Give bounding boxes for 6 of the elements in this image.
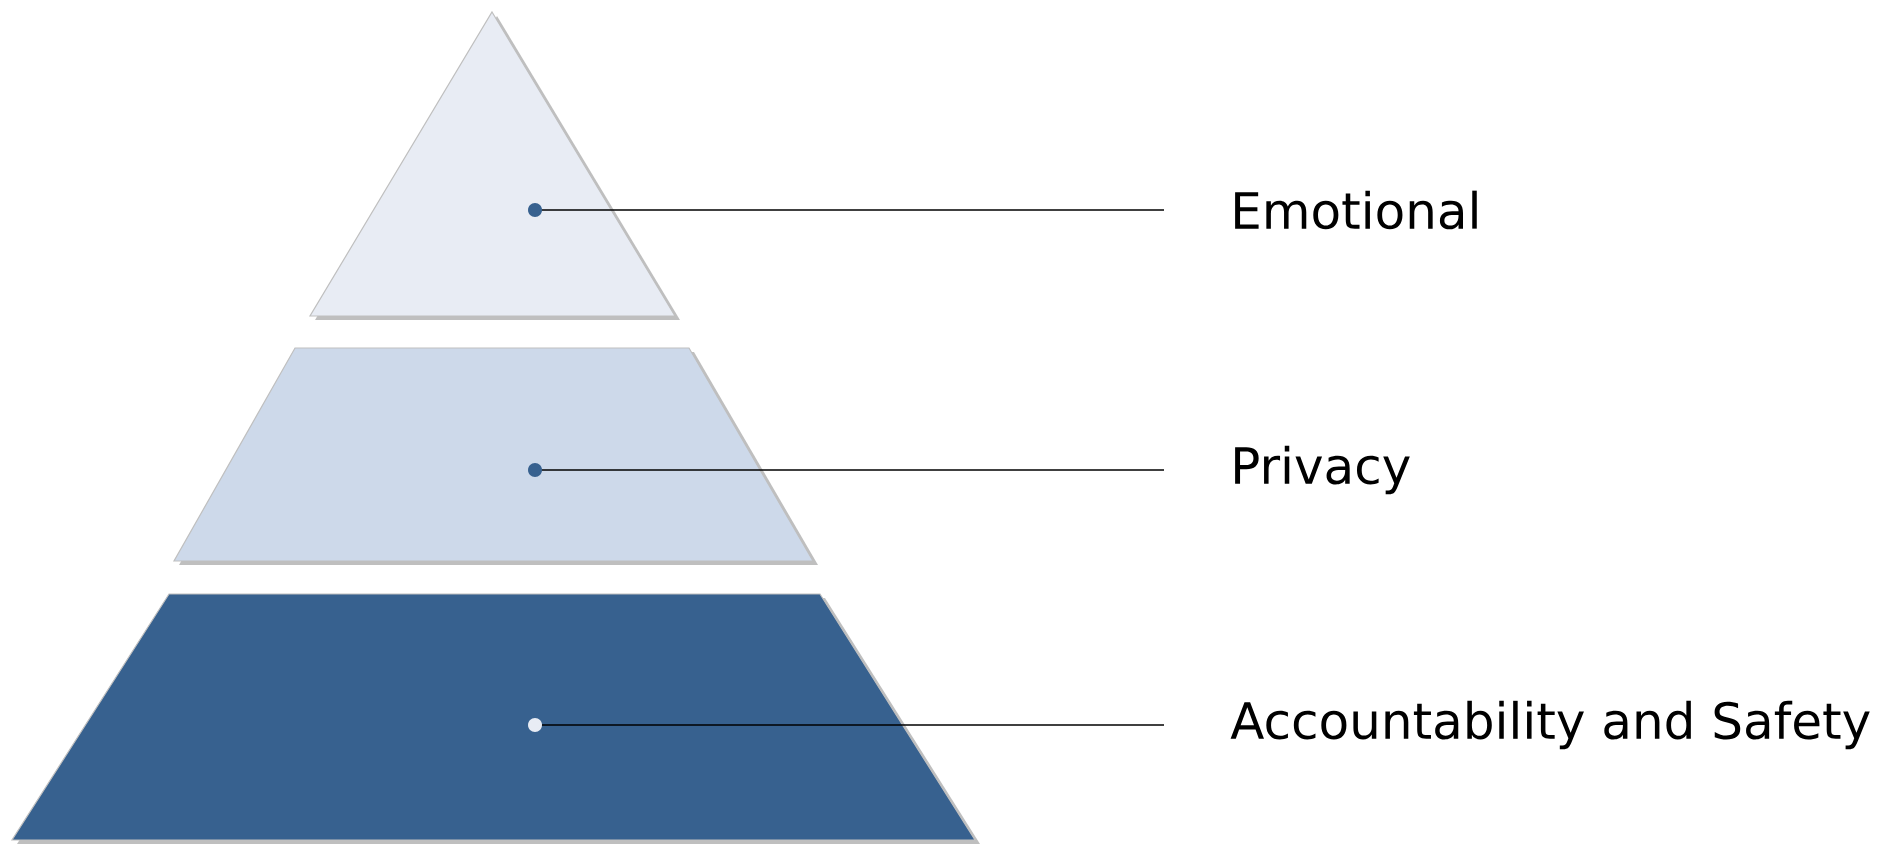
leader-line [528, 718, 1165, 732]
leader-line [528, 463, 1165, 477]
leader-line [528, 203, 1165, 217]
tier-label: Privacy [1235, 445, 1410, 495]
tier-label: Emotional [1235, 190, 1477, 230]
tier-label: Accountability and Safety [1230, 700, 1870, 750]
